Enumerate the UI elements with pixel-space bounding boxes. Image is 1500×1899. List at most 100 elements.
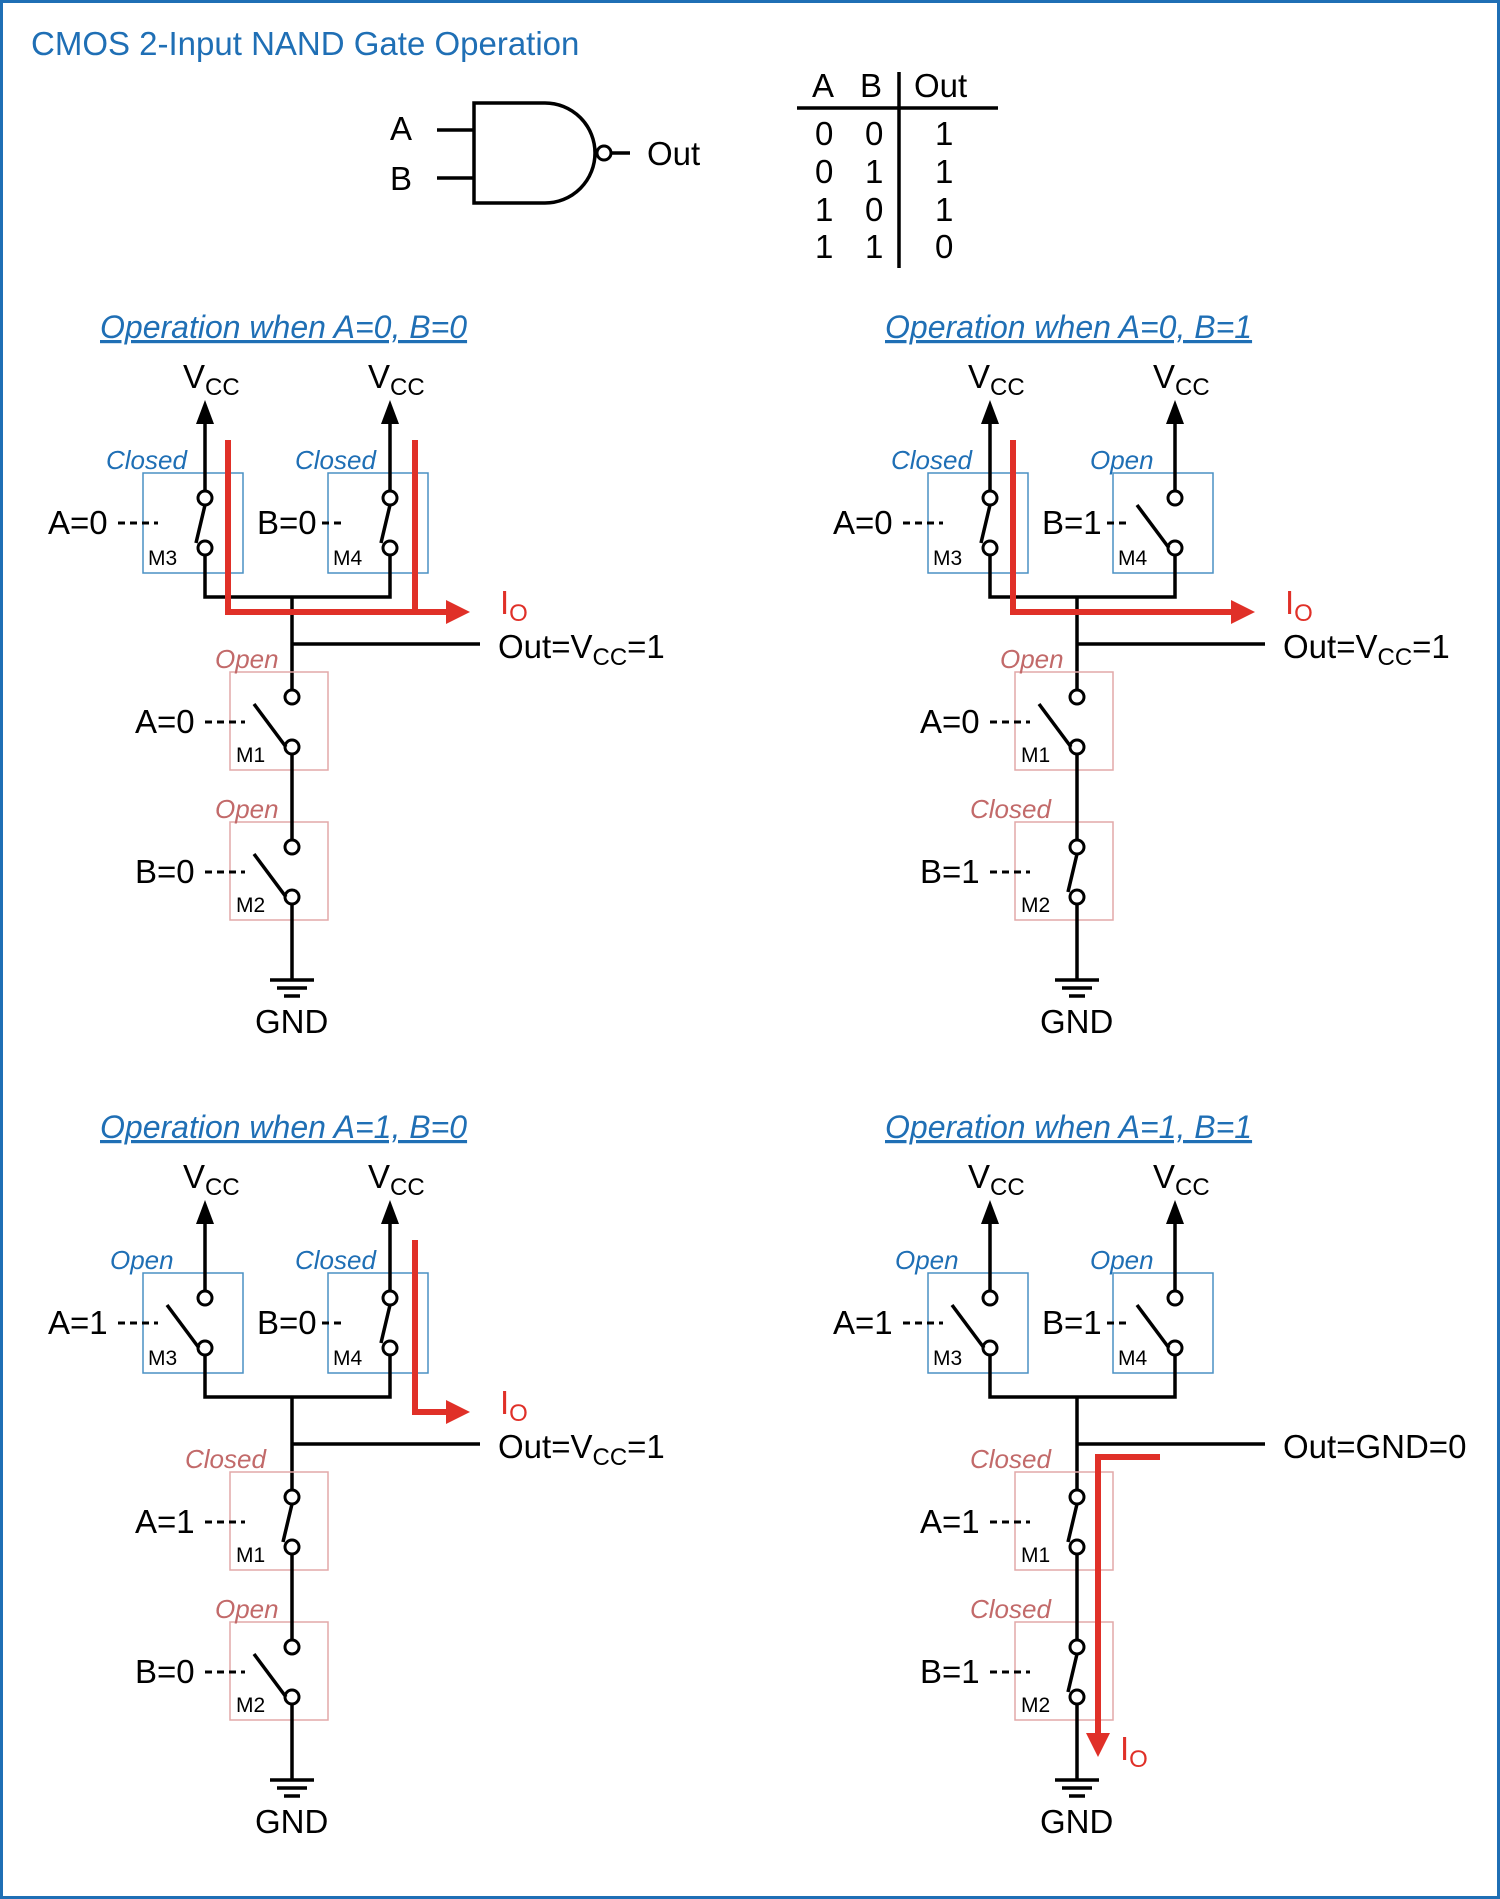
truth-table-header-b: B	[860, 67, 882, 104]
panel-3-m4-switch-top-node	[381, 1289, 399, 1307]
panel-4-a-label-pmos: A=1	[833, 1304, 893, 1341]
truth-table-header-a: A	[812, 67, 834, 104]
panel-4-b-label-pmos: B=1	[1042, 1304, 1102, 1341]
panel-1-m3-label: M3	[148, 547, 177, 570]
truth-table: A B Out 0 0 1 0 1 1 1 0 1 1 1 0	[797, 67, 998, 268]
panel-3-vcc-left-arrow	[196, 1200, 214, 1224]
panel-1-b-label-nmos: B=0	[135, 853, 195, 890]
panel-3-current-arrowhead	[446, 1400, 470, 1424]
panel-3-b-label-nmos: B=0	[135, 1653, 195, 1690]
panel-4-output-label: Out=GND=0	[1283, 1428, 1466, 1465]
panel-4-m3-switch-contact	[950, 1303, 986, 1350]
panel-2-m1-switch-contact	[1037, 702, 1073, 749]
panel-1-m3-state: Closed	[106, 445, 188, 475]
panel-1-m4-switch-bottom-node	[381, 539, 399, 557]
panel-4-vcc-left-arrow	[981, 1200, 999, 1224]
panel-1-m1-switch-top-node	[283, 688, 301, 706]
panel-3-m2-switch-bottom-node	[283, 1688, 301, 1706]
panel-4-m1-switch-contact	[1066, 1503, 1079, 1543]
panel-2-m3-switch-top-node	[981, 489, 999, 507]
panel-3-m3-switch-top-node	[196, 1289, 214, 1307]
panel-4-current-arrowhead	[1086, 1733, 1110, 1757]
panel-2-vcc-right-arrow	[1166, 400, 1184, 424]
tt-r3-b: 1	[865, 228, 883, 265]
panel-1-vcc-left-arrow	[196, 400, 214, 424]
nand-gate-symbol: A B Out	[390, 101, 700, 205]
panel-2-title: Operation when A=0, B=1	[885, 309, 1252, 345]
page-title: CMOS 2-Input NAND Gate Operation	[31, 25, 580, 62]
panel-2-b-label-nmos: B=1	[920, 853, 980, 890]
panel-3-m4-state: Closed	[295, 1245, 377, 1275]
nand-gate-body	[472, 101, 597, 205]
panel-3-m3-state: Open	[110, 1245, 174, 1275]
panel-1-m1-state: Open	[215, 644, 279, 674]
panel-1-b-label-pmos: B=0	[257, 504, 317, 541]
panel-4-m2-switch-contact	[1066, 1653, 1079, 1693]
panel-3-m1-switch-top-node	[283, 1488, 301, 1506]
panel-4-m4-label: M4	[1118, 1347, 1147, 1370]
panel-2-m4-label: M4	[1118, 547, 1147, 570]
tt-r3-out: 0	[935, 228, 953, 265]
panel-1-m1-switch-contact	[252, 702, 288, 749]
panel-4-m4-switch-contact	[1135, 1303, 1171, 1350]
tt-r1-b: 1	[865, 153, 883, 190]
panel-3-b-label-pmos: B=0	[257, 1304, 317, 1341]
panel-1-vcc-right-arrow	[381, 400, 399, 424]
panel-3-m4-label: M4	[333, 1347, 362, 1370]
panel-2-m1-switch-top-node	[1068, 688, 1086, 706]
panel-4-vcc-right-arrow	[1166, 1200, 1184, 1224]
panel-2-m3-label: M3	[933, 547, 962, 570]
panel-4-gnd-label: GND	[1040, 1803, 1113, 1840]
panel-1-current-label: IO	[500, 584, 528, 627]
panel-4-m3-switch-top-node	[981, 1289, 999, 1307]
panel-3-m3-switch-contact	[165, 1303, 201, 1350]
panel-4-m1-label: M1	[1021, 1544, 1050, 1567]
panel-1-m2-label: M2	[236, 894, 265, 917]
panel-3-m2-label: M2	[236, 1694, 265, 1717]
panel-3-m4-switch-contact	[379, 1304, 392, 1344]
panel-3-gnd-label: GND	[255, 1803, 328, 1840]
panel-1-m4-switch-contact	[379, 504, 392, 544]
panel-1-m2-state: Open	[215, 794, 279, 824]
panel-1-m3-switch-bottom-node	[196, 539, 214, 557]
tt-r2-out: 1	[935, 191, 953, 228]
panel-1-current-arrowhead	[446, 600, 470, 624]
panel-3-pmos-join-wire	[203, 1355, 392, 1399]
panel-3-m1-switch-bottom-node	[283, 1538, 301, 1556]
panel-1-m3-switch-top-node	[196, 489, 214, 507]
panel-2-pmos-join-wire	[988, 555, 1177, 599]
panel-2-current-label: IO	[1285, 584, 1313, 627]
panel-2-m2-switch-top-node	[1068, 838, 1086, 856]
panel-2-vcc-left-label: VCC	[968, 358, 1025, 401]
panel-1-m3-switch-contact	[194, 504, 207, 544]
panel-2-output-label: Out=VCC=1	[1283, 628, 1450, 671]
panel-1-title: Operation when A=0, B=0	[100, 309, 467, 345]
panel-1-gnd-label: GND	[255, 1003, 328, 1040]
panel-2-m2-label: M2	[1021, 894, 1050, 917]
panel-3-m1-state: Closed	[185, 1444, 267, 1474]
panel-2-m1-label: M1	[1021, 744, 1050, 767]
nand-bubble	[595, 144, 613, 162]
panel-1-m1-switch-bottom-node	[283, 738, 301, 756]
panel-1-m2-switch-contact	[252, 852, 288, 899]
panel-2-a-label-nmos: A=0	[920, 703, 980, 740]
panel-3-m1-label: M1	[236, 1544, 265, 1567]
panel-4-current-label: IO	[1120, 1730, 1148, 1773]
tt-r0-b: 0	[865, 115, 883, 152]
panel-2-m3-state: Closed	[891, 445, 973, 475]
panel-3-vcc-right-label: VCC	[368, 1158, 425, 1201]
panel-2-gnd-label: GND	[1040, 1003, 1113, 1040]
panel-3-vcc-left-label: VCC	[183, 1158, 240, 1201]
panel-3-output-label: Out=VCC=1	[498, 1428, 665, 1471]
tt-r1-out: 1	[935, 153, 953, 190]
panel-4-m2-label: M2	[1021, 1694, 1050, 1717]
gate-input-a-label: A	[390, 110, 412, 147]
panel-4-m4-state: Open	[1090, 1245, 1154, 1275]
tt-r0-a: 0	[815, 115, 833, 152]
panel-4-m2-switch-bottom-node	[1068, 1688, 1086, 1706]
truth-table-header-out: Out	[914, 67, 967, 104]
panel-4-m1-state: Closed	[970, 1444, 1052, 1474]
panel-4-pmos-join-wire	[988, 1355, 1177, 1399]
